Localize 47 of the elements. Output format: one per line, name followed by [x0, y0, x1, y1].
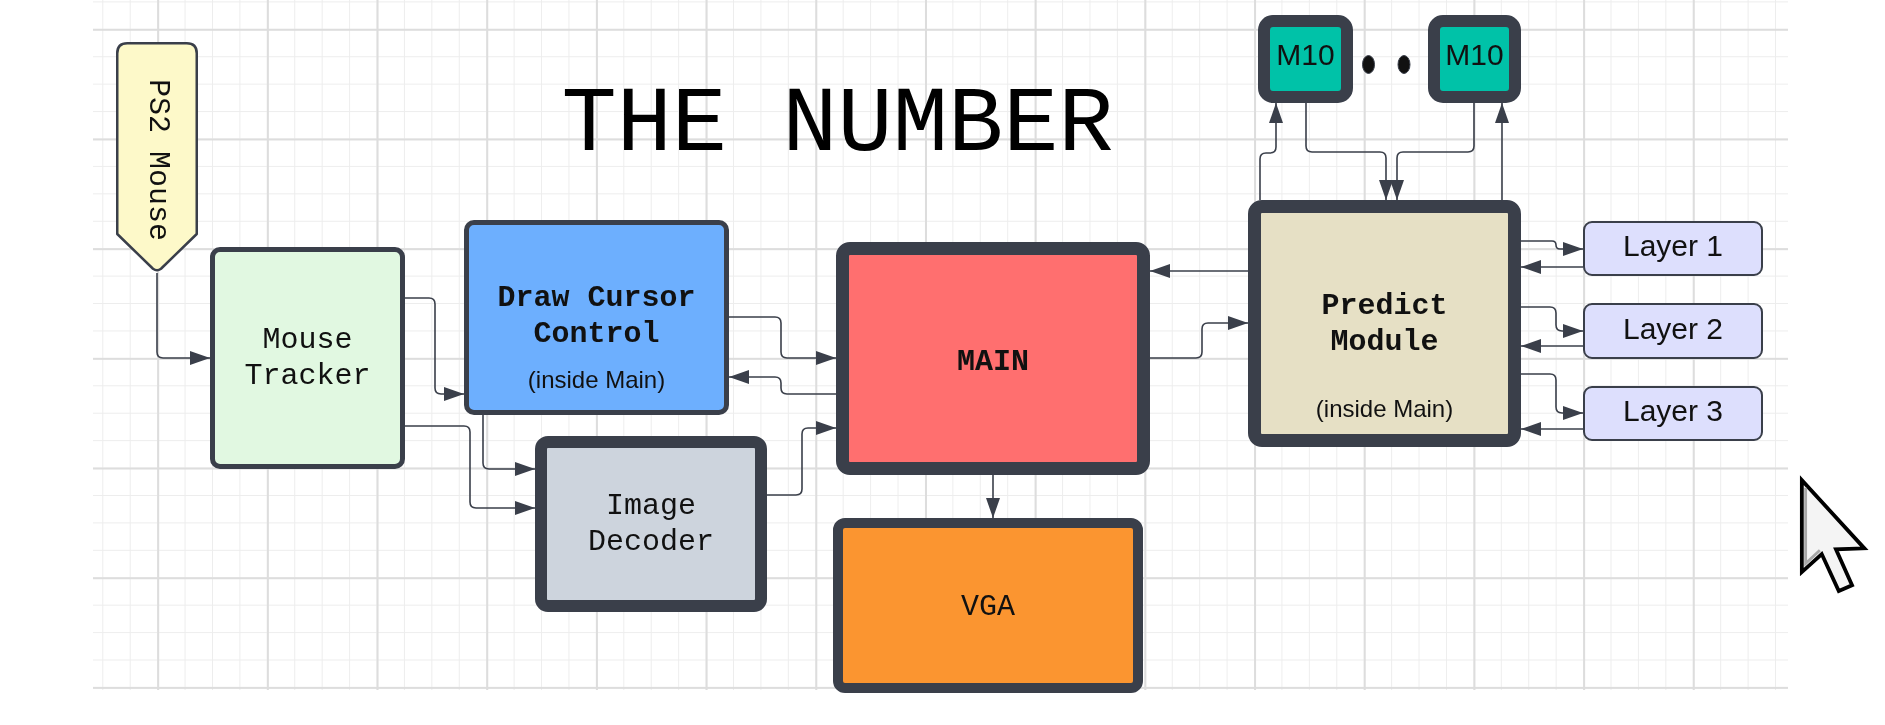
- connector-arrow: [986, 474, 1000, 519]
- node-note: (inside Main): [1315, 394, 1454, 424]
- connector-arrow: [1520, 422, 1584, 436]
- connector-arrow: [404, 425, 536, 515]
- node-label: MAIN: [957, 344, 1029, 380]
- connector-arrow: [728, 316, 837, 365]
- diagram-title: THE NUMBER: [561, 80, 1114, 172]
- connector-arrow: [1305, 102, 1393, 201]
- connector-arrow: [1520, 373, 1584, 420]
- node-title: Draw Cursor Control: [496, 280, 697, 352]
- connector-arrow: [1520, 306, 1584, 338]
- connector-arrow: [404, 297, 465, 401]
- connector-arrow: [1149, 264, 1249, 278]
- node-label: M10: [1276, 37, 1335, 73]
- connector-arrow: [728, 370, 837, 395]
- connector-arrow: [156, 272, 211, 365]
- connector-arrow: [1149, 316, 1249, 359]
- node-label: Layer 1: [1622, 227, 1724, 264]
- main-module-box: [836, 242, 1150, 475]
- layer-box: [1583, 386, 1763, 441]
- connector-arrow: [1495, 102, 1509, 201]
- node-label: M10: [1445, 37, 1504, 73]
- connector-arrow: [1520, 260, 1584, 274]
- layer-box: [1583, 221, 1763, 276]
- node-note: (inside Main): [527, 365, 666, 395]
- connector-arrow: [1390, 102, 1475, 201]
- module-box: [535, 436, 767, 612]
- node-title: Predict Module: [1320, 288, 1449, 360]
- memory-block: [1258, 15, 1353, 103]
- layer-box: [1583, 303, 1763, 359]
- module-box: [1248, 200, 1521, 447]
- node-label: PS2 Mouse: [140, 79, 174, 241]
- connector-arrow: [766, 421, 837, 496]
- connector-arrow: [1259, 102, 1283, 201]
- node-label: Mouse Tracker: [243, 322, 372, 394]
- node-label: Image Decoder: [587, 488, 715, 560]
- module-box: [464, 220, 729, 415]
- memory-block: [1428, 15, 1521, 103]
- connector-arrow: [1520, 240, 1584, 256]
- input-tag: [116, 42, 198, 273]
- module-box: [833, 518, 1143, 693]
- module-box: [210, 247, 405, 469]
- node-label: Layer 3: [1622, 392, 1724, 429]
- connector-arrow: [1520, 339, 1584, 353]
- node-label: VGA: [961, 589, 1015, 625]
- connector-arrow: [482, 414, 536, 476]
- node-label: Layer 2: [1622, 310, 1724, 347]
